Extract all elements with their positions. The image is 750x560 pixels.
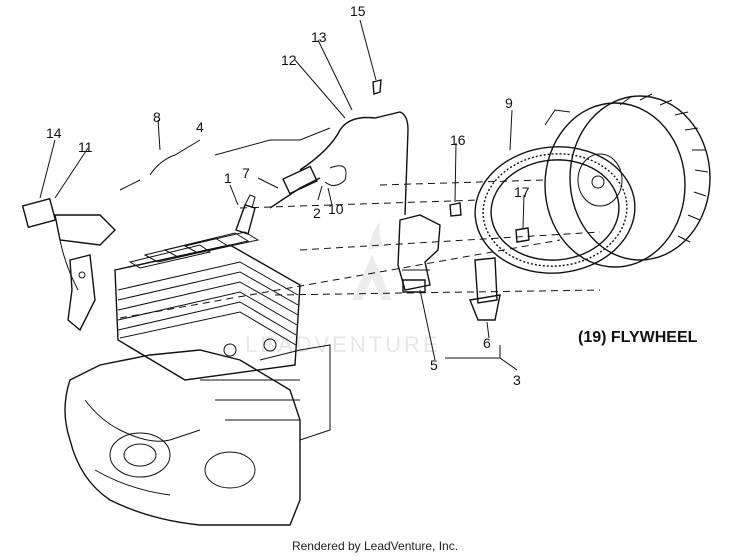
- screw-16: [449, 202, 462, 217]
- callout-2: 2: [313, 205, 321, 221]
- ring-gear: [474, 146, 636, 274]
- footer-credit: Rendered by LeadVenture, Inc.: [291, 539, 459, 553]
- callout-4: 4: [196, 119, 204, 135]
- callouts: 1 2 3 4 5 6 7 8 9 10 11 12 13 14 15 16 1…: [46, 3, 530, 388]
- watermark: LEADVENTURE: [245, 222, 441, 357]
- leader-lines: [39, 19, 525, 371]
- callout-17: 17: [514, 184, 530, 200]
- callout-7: 7: [242, 165, 250, 181]
- svg-text:LEADVENTURE: LEADVENTURE: [245, 332, 441, 357]
- callout-6: 6: [483, 335, 491, 351]
- callout-10: 10: [328, 201, 344, 217]
- callout-16: 16: [450, 132, 466, 148]
- diagram-title: (19) FLYWHEEL: [578, 329, 698, 346]
- kill-switch: [21, 197, 116, 291]
- callout-13: 13: [311, 29, 327, 45]
- engine-block: [64, 231, 331, 526]
- callout-3: 3: [513, 372, 521, 388]
- callout-12: 12: [281, 52, 297, 68]
- callout-14: 14: [46, 125, 62, 141]
- callout-1: 1: [224, 170, 232, 186]
- alignment-lines: [119, 179, 601, 319]
- flywheel: [544, 93, 711, 268]
- spark-plug: [235, 194, 256, 235]
- flywheel-key: [469, 257, 501, 321]
- callout-5: 5: [430, 357, 438, 373]
- callout-15: 15: [350, 3, 366, 19]
- bolt-17: [515, 227, 530, 243]
- callout-9: 9: [505, 95, 513, 111]
- screw-15: [372, 79, 382, 95]
- ignition-wires: [119, 111, 409, 216]
- callout-8: 8: [153, 109, 161, 125]
- callout-11: 11: [78, 139, 93, 155]
- ignition-coil: [397, 214, 441, 293]
